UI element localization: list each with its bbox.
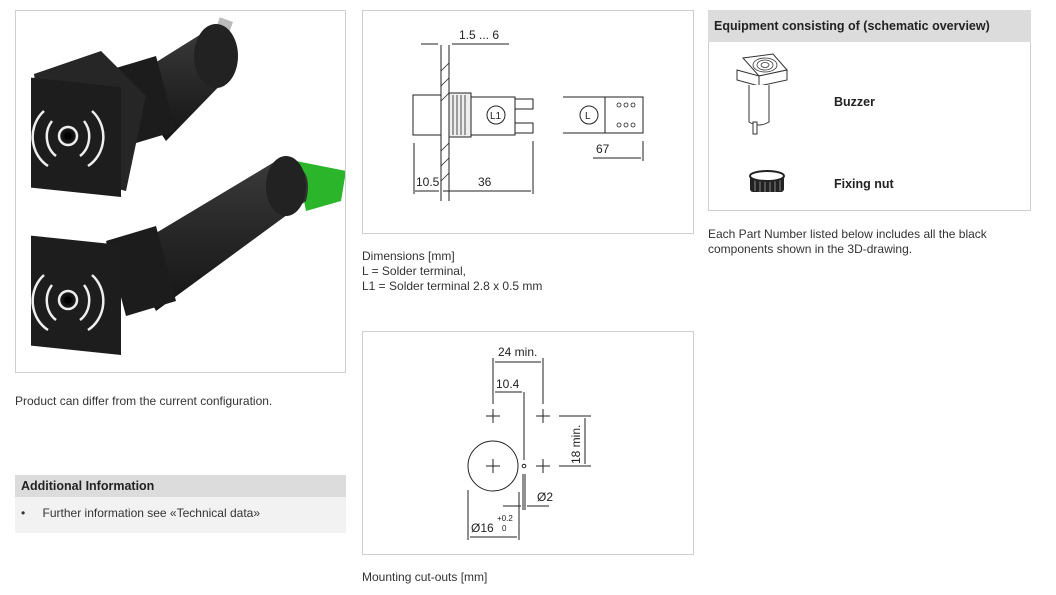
equipment-item-buzzer: Buzzer bbox=[709, 50, 1029, 140]
equipment-note: Each Part Number listed below includes a… bbox=[708, 227, 987, 256]
equipment-item-label: Buzzer bbox=[834, 95, 875, 109]
additional-info-panel: Additional Information • Further informa… bbox=[15, 475, 346, 533]
equipment-panel: Equipment consisting of (schematic overv… bbox=[708, 10, 1031, 211]
cutout-height-label: 18 min. bbox=[569, 425, 583, 464]
dimensions-drawing: 1.5 ... 6 10.5 36 67 L1 L bbox=[412, 28, 644, 201]
dim-thickness-label: 1.5 ... 6 bbox=[459, 28, 499, 42]
cutout-diameter-label: Ø16 bbox=[471, 521, 494, 535]
cutout-offset-label: 10.4 bbox=[496, 377, 520, 391]
dimensions-drawing-box: 1.5 ... 6 10.5 36 67 L1 L bbox=[362, 10, 694, 234]
terminal-l-label: L bbox=[585, 111, 591, 122]
cutout-width-label: 24 min. bbox=[498, 345, 537, 359]
dim-front-label: 10.5 bbox=[416, 175, 440, 189]
buzzer-icon bbox=[736, 53, 788, 135]
cutouts-caption: Mounting cut-outs [mm] bbox=[362, 570, 488, 584]
equipment-title: Equipment consisting of (schematic overv… bbox=[708, 10, 1031, 42]
cutout-tol-zero: 0 bbox=[502, 524, 507, 533]
equipment-item-label: Fixing nut bbox=[834, 177, 894, 191]
cutout-hole-label: Ø2 bbox=[537, 490, 553, 504]
additional-info-title: Additional Information bbox=[15, 475, 346, 497]
buzzer-3d-solder bbox=[31, 17, 238, 198]
terminal-l1-label: L1 bbox=[490, 111, 502, 122]
additional-info-item: • Further information see «Technical dat… bbox=[21, 506, 260, 520]
product-image-box bbox=[15, 10, 346, 373]
cutouts-drawing-box: 24 min. 10.4 18 min. Ø2 Ø16 +0.2 0 bbox=[362, 331, 694, 555]
cutout-tol-plus: +0.2 bbox=[497, 514, 513, 523]
bullet-icon: • bbox=[21, 506, 26, 520]
dim-body-label: 36 bbox=[478, 175, 492, 189]
product-image bbox=[31, 17, 346, 356]
equipment-item-fixing-nut: Fixing nut bbox=[709, 168, 1029, 198]
dim-length-label: 67 bbox=[596, 142, 610, 156]
dimensions-caption: Dimensions [mm] L = Solder terminal, L1 … bbox=[362, 249, 543, 293]
cutouts-drawing: 24 min. 10.4 18 min. Ø2 Ø16 +0.2 0 bbox=[467, 345, 591, 540]
fixing-nut-icon bbox=[749, 170, 785, 192]
product-image-caption: Product can differ from the current conf… bbox=[15, 394, 273, 408]
buzzer-3d-pcb bbox=[31, 156, 346, 356]
